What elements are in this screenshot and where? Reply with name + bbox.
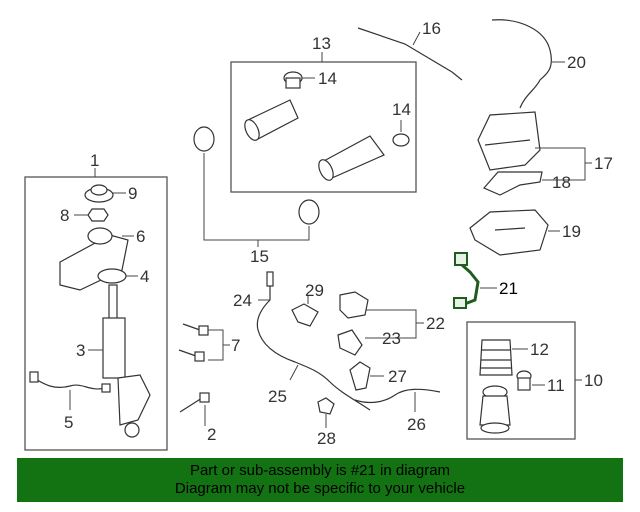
callout-2: 2 [207, 425, 216, 444]
part-2-bolt [179, 392, 210, 426]
part-6-upper-mount [59, 227, 134, 291]
callout-23: 23 [382, 329, 401, 348]
callout-9: 9 [128, 184, 137, 203]
part-10-bushing [479, 385, 511, 434]
callout-16: 16 [422, 19, 441, 38]
part-20-hose [491, 19, 565, 109]
callout-28: 28 [317, 429, 336, 448]
part-15-clamps [193, 126, 320, 247]
callout-26: 26 [407, 415, 426, 434]
part-16-rod [357, 27, 463, 81]
callout-11: 11 [547, 376, 565, 395]
part-12-bump-stop [479, 339, 528, 376]
callout-14-upper: 14 [318, 69, 337, 88]
callout-3: 3 [76, 341, 85, 360]
part-27-bracket [349, 361, 384, 391]
part-21-harness-highlighted [453, 252, 497, 309]
part-3-shock-absorber [88, 284, 151, 438]
part-13-air-tank-left [244, 99, 299, 141]
banner-line-2: Diagram may not be specific to your vehi… [174, 480, 466, 497]
callout-10: 10 [584, 371, 603, 390]
part-14-cap-lower [392, 120, 410, 147]
callout-13: 13 [312, 34, 331, 53]
callout-25: 25 [268, 387, 287, 406]
callout-24: 24 [233, 291, 252, 310]
part-17-compressor [477, 111, 592, 181]
part-7-bolts [178, 323, 230, 362]
callout-7: 7 [231, 336, 240, 355]
info-banner: Part or sub-assembly is #21 in diagram D… [17, 458, 623, 502]
callout-1: 1 [90, 151, 99, 170]
part-14-cap-upper [283, 71, 315, 89]
part-11-cap [516, 370, 545, 391]
part-22-module [339, 291, 424, 339]
callout-22: 22 [426, 314, 445, 333]
callout-14-lower: 14 [392, 100, 411, 119]
part-5-wire-harness [29, 371, 111, 410]
callout-12: 12 [530, 340, 549, 359]
part-23-bracket [337, 329, 378, 356]
banner-line-1: Part or sub-assembly is #21 in diagram [189, 462, 451, 479]
part-26-wire [354, 388, 441, 412]
part-28-clip [317, 397, 335, 428]
callout-15: 15 [250, 247, 269, 266]
part-18-bracket [483, 171, 550, 196]
callout-29: 29 [305, 281, 324, 300]
callout-6: 6 [136, 227, 145, 246]
part-25-long-harness [256, 271, 371, 411]
part-29-bracket [291, 296, 319, 327]
part-4-seal [97, 268, 138, 284]
part-8-nut [74, 208, 109, 222]
part-9-mount [84, 184, 126, 203]
callout-5: 5 [64, 413, 73, 432]
parts-diagram: 1 2 3 4 5 6 7 8 9 10 11 12 13 14 14 15 1… [24, 19, 613, 451]
callout-18: 18 [552, 173, 571, 192]
part-13-air-tank-right [318, 135, 385, 181]
group-box-1 [24, 176, 168, 451]
group-box-13 [230, 61, 417, 193]
callout-21: 21 [499, 279, 518, 298]
callout-19: 19 [562, 222, 581, 241]
callout-20: 20 [567, 53, 586, 72]
callout-27: 27 [388, 367, 407, 386]
callout-17: 17 [594, 154, 613, 173]
callout-8: 8 [60, 206, 69, 225]
part-19-tray [469, 209, 560, 256]
callout-4: 4 [140, 267, 149, 286]
